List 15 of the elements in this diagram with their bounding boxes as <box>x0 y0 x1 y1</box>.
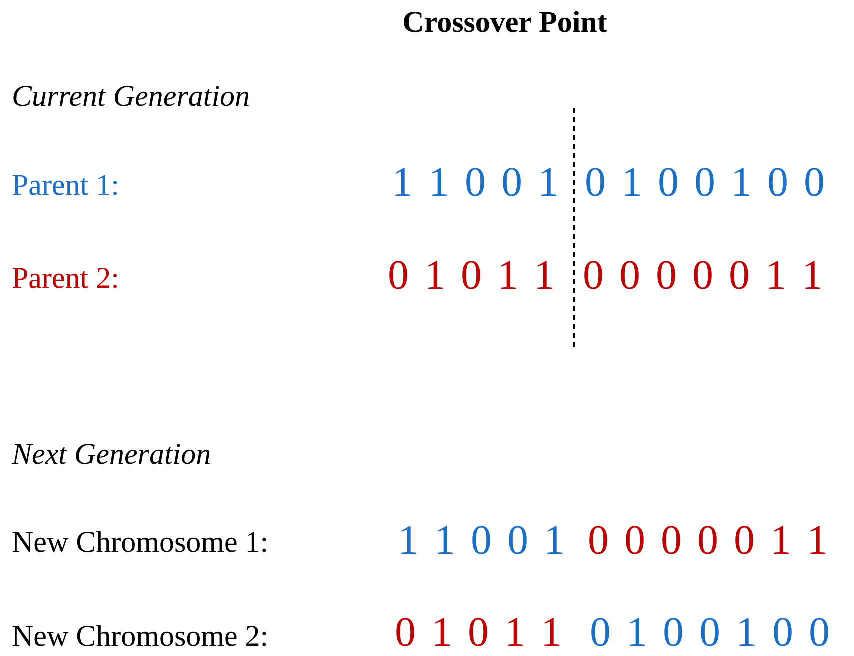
section-heading: Current Generation <box>12 82 250 112</box>
title: Crossover Point <box>402 8 608 38</box>
bit-string: 0 1 0 0 1 0 0 <box>590 612 830 654</box>
row-label: Parent 1: <box>12 171 120 201</box>
bit-string: 1 1 0 0 1 <box>398 520 565 562</box>
bit-string: 0 1 0 0 1 0 0 <box>585 162 825 204</box>
row-label: New Chromosome 1: <box>12 528 269 558</box>
bit-string: 0 0 0 0 0 1 1 <box>588 520 828 562</box>
section-heading: Next Generation <box>12 440 212 470</box>
bit-string: 0 1 0 1 1 <box>395 612 562 654</box>
bit-string: 0 1 0 1 1 <box>388 255 555 297</box>
row-label: Parent 2: <box>12 264 120 294</box>
bit-string: 1 1 0 0 1 <box>392 162 559 204</box>
row-label: New Chromosome 2: <box>12 622 269 652</box>
bit-string: 0 0 0 0 0 1 1 <box>583 255 823 297</box>
